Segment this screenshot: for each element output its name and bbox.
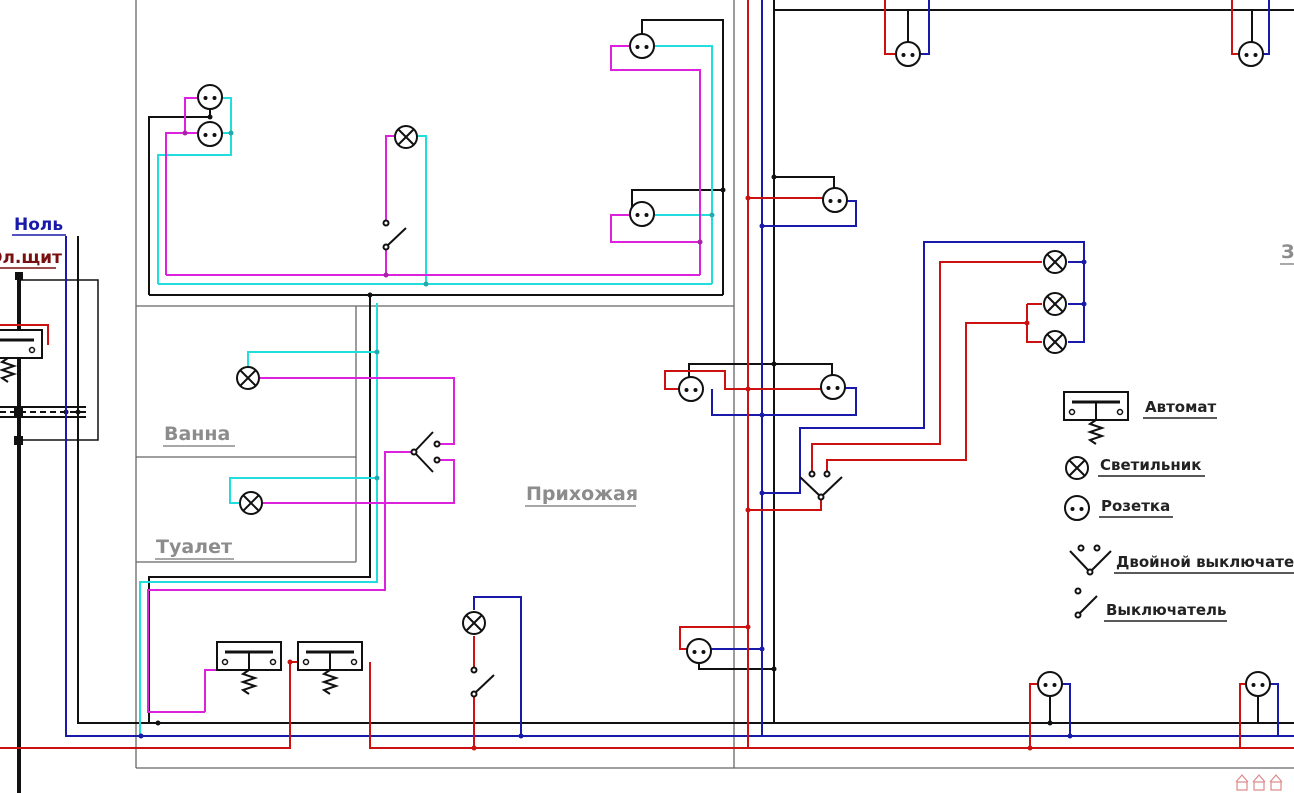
socket-icon [629,33,655,59]
room-label-toilet: Туалет [156,536,232,558]
lamp-icon [1043,292,1067,316]
socket-icon [197,121,223,147]
house-icon [1235,774,1283,791]
legend-label-switch: Выключатель [1106,601,1227,619]
panel-label: Эл.щит [0,248,62,268]
room-label-partial: З [1281,241,1294,263]
socket-icon [820,374,846,400]
socket-icon [197,84,223,110]
double-switch-icon [410,431,441,473]
legend-label-double-switch: Двойной выключатель [1116,553,1294,571]
double-switch-icon [1069,544,1112,576]
switch-icon [470,666,495,698]
socket-icon [822,187,848,213]
legend-label-lamp: Светильник [1100,456,1201,474]
walls [135,0,1294,769]
switched-phase-wires [147,45,701,713]
socket-icon [895,41,921,67]
legend: Автомат Светильник Розетка Двойной выклю… [1062,390,1294,622]
legend-item-lamp: Светильник [1065,456,1205,480]
socket-icon [1064,495,1090,521]
socket-icon [1238,41,1264,67]
lamp-icon [239,491,263,515]
switch-icon [382,219,407,251]
legend-item-breaker: Автомат [1062,390,1217,446]
neutral-label: Ноль [14,215,63,235]
socket-icon [678,376,704,402]
legend-item-socket: Розетка [1064,495,1173,521]
legend-label-socket: Розетка [1101,497,1170,515]
switch-icon [1074,587,1098,619]
breaker-icon [296,640,364,696]
breaker-icon [215,640,283,696]
junction-dots [138,114,1087,751]
socket-icon [1245,671,1271,697]
legend-label-breaker: Автомат [1145,398,1216,416]
lamp-icon [394,125,418,149]
double-switch-icon [799,470,843,501]
room-label-hallway: Прихожая [526,483,638,505]
neutral-wires [65,0,1294,737]
phase-wires [0,0,1294,749]
lamp-icon [1043,250,1067,274]
lamp-icon [1043,330,1067,354]
lighting-neutral-wires [139,45,713,736]
socket-icon [1037,671,1063,697]
electrical-panel [0,272,99,793]
socket-icon [686,638,712,664]
lamp-icon [236,366,260,390]
legend-item-double-switch: Двойной выключатель [1069,544,1294,576]
lamp-icon [462,611,486,635]
breaker-icon [1062,390,1130,446]
socket-icon [629,201,655,227]
lamp-icon [1065,456,1089,480]
legend-item-switch: Выключатель [1074,587,1227,622]
room-label-bathroom: Ванна [164,423,230,445]
